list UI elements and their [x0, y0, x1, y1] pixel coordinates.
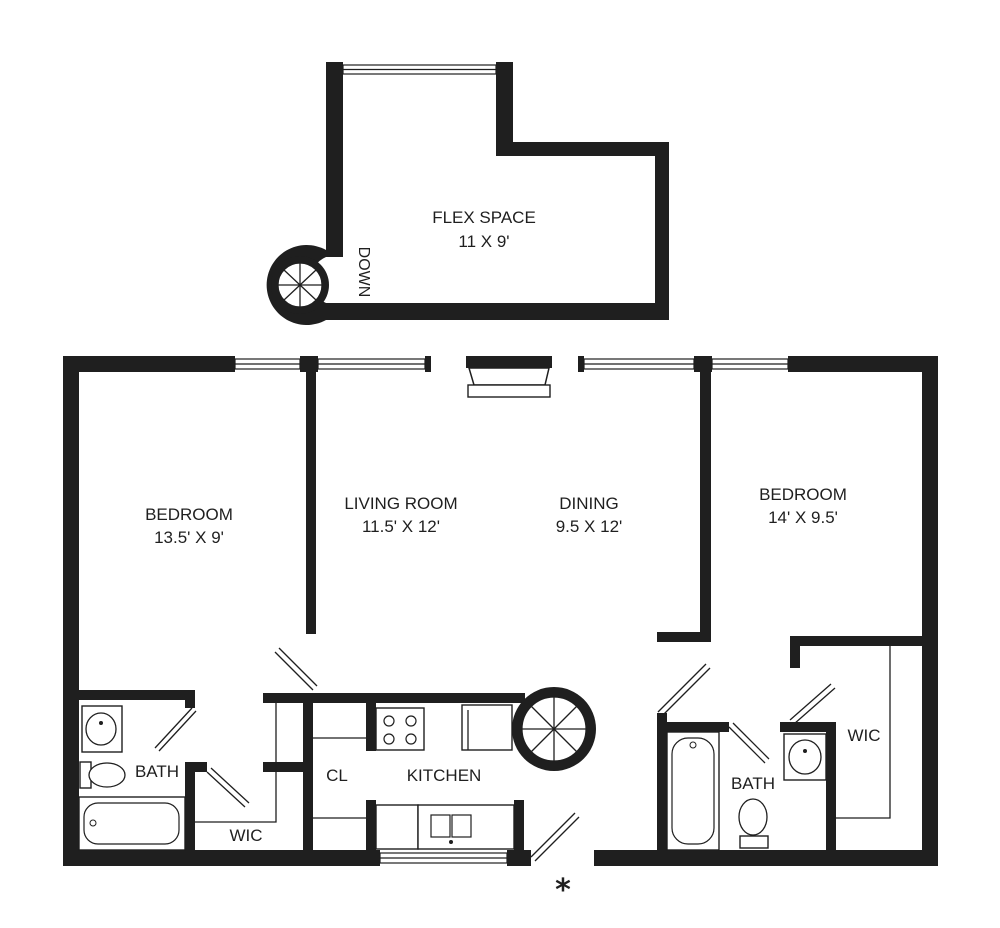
bath-right-label: BATH [731, 774, 775, 793]
dining-name: DINING [559, 494, 619, 513]
loft-walls [326, 62, 669, 320]
door-swings [154, 647, 836, 862]
closet-shelves [313, 737, 366, 819]
right-wic-outline [836, 646, 891, 819]
entry-marker: * [555, 873, 571, 908]
interior-walls [79, 372, 922, 850]
bedroom-left-name: BEDROOM [145, 505, 233, 524]
main-spiral-stair [512, 687, 596, 771]
fireplace [466, 356, 552, 398]
bath-left-label: BATH [135, 762, 179, 781]
flex-space-size: 11 X 9' [458, 232, 509, 251]
loft-window [342, 64, 497, 75]
left-wic-outline [195, 703, 277, 823]
living-room-name: LIVING ROOM [344, 494, 457, 513]
left-bath-tub [78, 796, 186, 851]
wic-right-label: WIC [847, 726, 880, 745]
flex-space-name: FLEX SPACE [432, 208, 536, 227]
right-bath-sink [783, 733, 827, 781]
left-bath-sink [81, 705, 123, 753]
bedroom-right-name: BEDROOM [759, 485, 847, 504]
outer-walls [63, 356, 938, 866]
kitchen-window [379, 852, 508, 864]
loft-spiral-stair [266, 245, 329, 325]
bedroom-right-size: 14' X 9.5' [768, 508, 838, 527]
right-bath-tub [666, 731, 720, 851]
kitchen-counter [375, 804, 515, 850]
kitchen-fridge [461, 704, 513, 751]
kitchen-range [375, 707, 425, 751]
bedroom-left-size: 13.5' X 9' [154, 528, 224, 547]
stair-down-label: DOWN [355, 247, 372, 298]
living-room-size: 11.5' X 12' [362, 517, 440, 536]
wic-left-label: WIC [229, 826, 262, 845]
left-bath-toilet [79, 761, 126, 789]
closet-label: CL [326, 766, 348, 785]
kitchen-label: KITCHEN [407, 766, 482, 785]
right-bath-toilet [738, 798, 769, 849]
dining-size: 9.5 X 12' [556, 517, 623, 536]
top-windows [234, 358, 789, 370]
